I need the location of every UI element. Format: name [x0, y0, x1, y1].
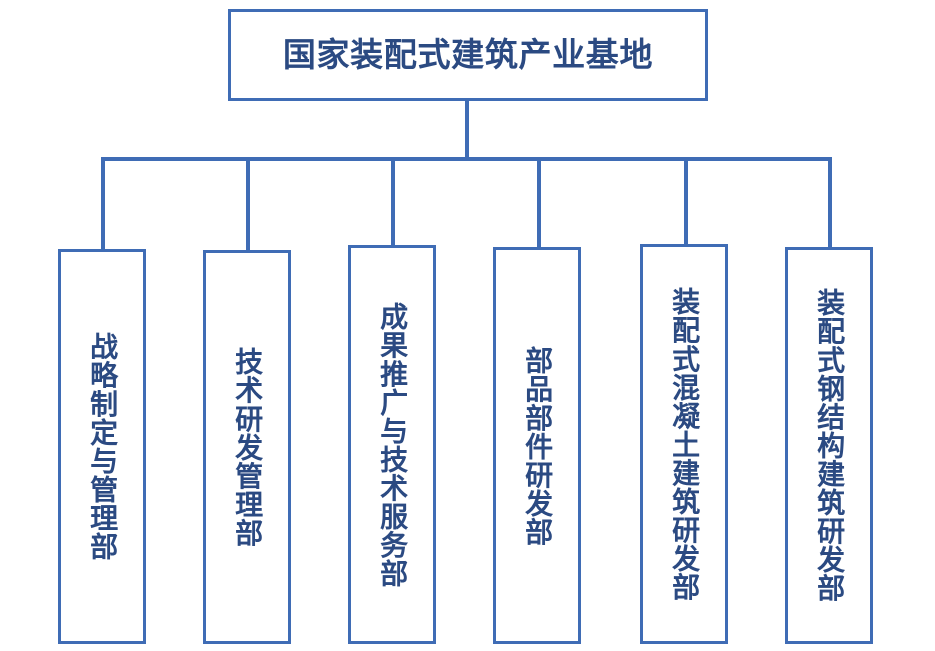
connector-drop-2 — [246, 157, 250, 250]
connector-drop-6 — [828, 157, 832, 247]
org-node-root-label: 国家装配式建筑产业基地 — [282, 34, 654, 74]
org-node-dept-2[interactable]: 技术研发管理部 — [203, 250, 291, 644]
org-node-dept-1-label: 战略制定与管理部 — [86, 332, 120, 561]
org-node-root[interactable]: 国家装配式建筑产业基地 — [228, 9, 708, 101]
org-node-dept-5-label: 装配式混凝土建筑研发部 — [668, 286, 702, 602]
connector-drop-1 — [101, 157, 105, 249]
connector-root-stem — [465, 101, 469, 161]
connector-drop-3 — [391, 157, 395, 245]
org-node-dept-3-label: 成果推广与技术服务部 — [376, 301, 410, 588]
connector-horizontal-bus — [101, 157, 832, 161]
org-node-dept-3[interactable]: 成果推广与技术服务部 — [348, 245, 436, 644]
connector-drop-4 — [537, 157, 541, 247]
org-node-dept-1[interactable]: 战略制定与管理部 — [58, 249, 146, 644]
org-node-dept-5[interactable]: 装配式混凝土建筑研发部 — [640, 244, 728, 644]
org-node-dept-6[interactable]: 装配式钢结构建筑研发部 — [785, 247, 873, 644]
org-node-dept-4-label: 部品部件研发部 — [521, 345, 555, 546]
org-node-dept-2-label: 技术研发管理部 — [231, 347, 265, 547]
org-node-dept-4[interactable]: 部品部件研发部 — [493, 247, 581, 644]
connector-drop-5 — [684, 157, 688, 244]
org-node-dept-6-label: 装配式钢结构建筑研发部 — [813, 288, 847, 603]
